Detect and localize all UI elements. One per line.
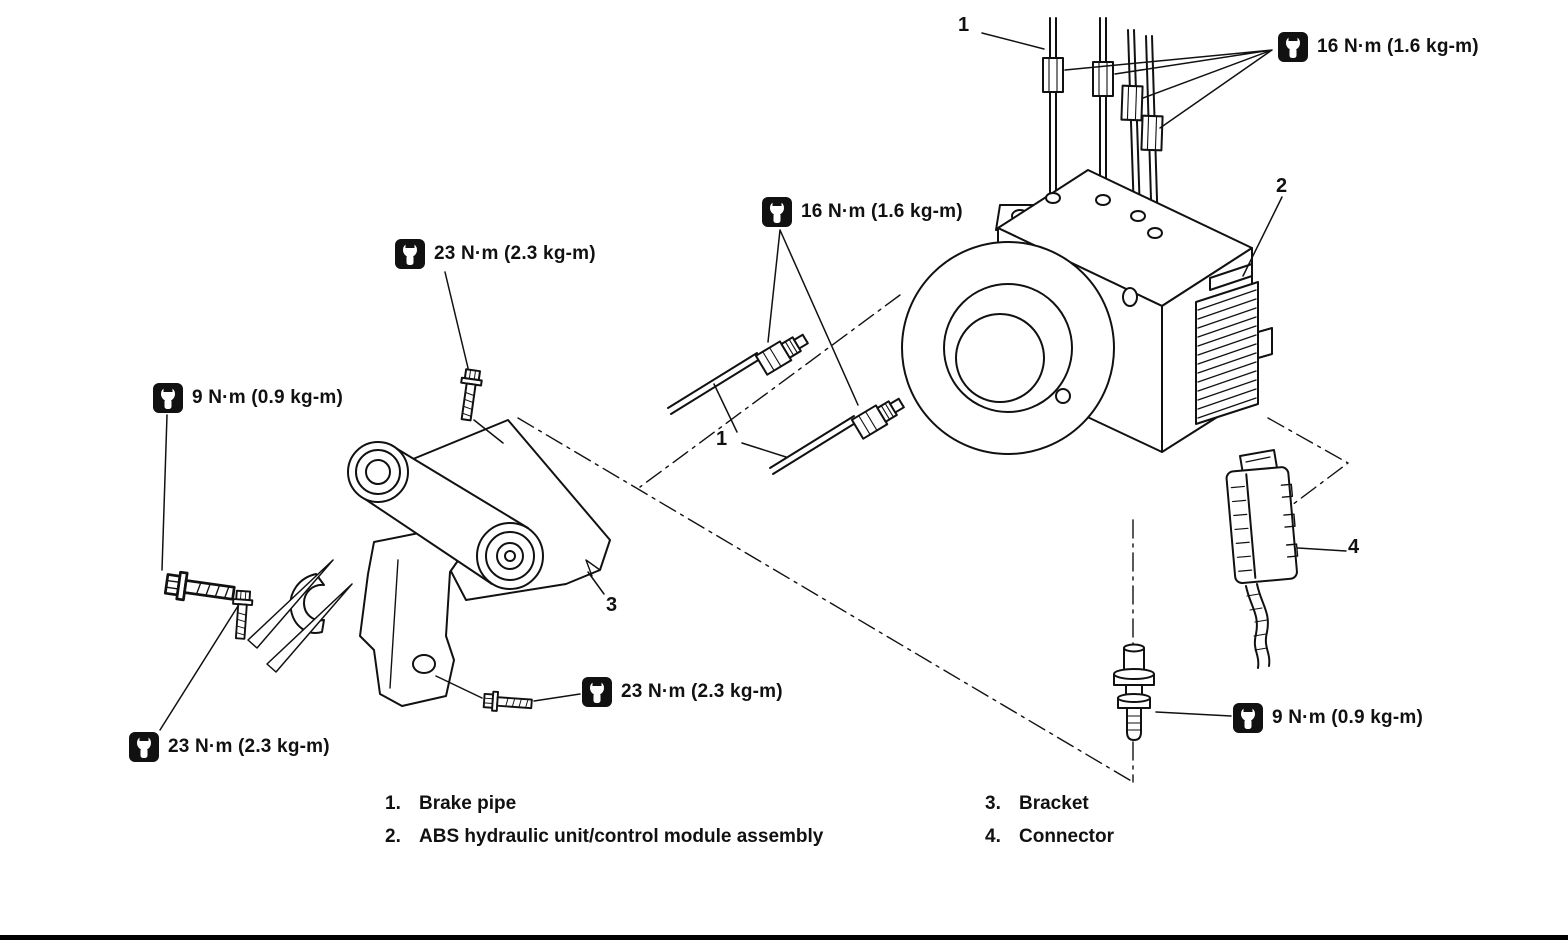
hook-clip (289, 573, 325, 634)
pipe-fitting (850, 392, 908, 440)
page-edge-bar (0, 935, 1568, 940)
legend-item-number: 4. (985, 826, 1001, 847)
wrench-icon (762, 197, 792, 227)
flange-bolt (455, 367, 484, 423)
legend-item-number: 1. (385, 793, 401, 814)
torque-value: 23 N·m (2.3 kg-m) (621, 681, 783, 702)
torque-value: 23 N·m (2.3 kg-m) (434, 243, 596, 264)
wrench-icon (153, 383, 183, 413)
legend-column-right: 3. Bracket 4. Connector (985, 793, 1114, 859)
legend-item-1: 1. Brake pipe (385, 793, 823, 815)
torque-label-brake-pipes-side: 16 N·m (1.6 kg-m) (762, 197, 963, 227)
legend-item-label: Connector (1019, 826, 1114, 847)
torque-label-bracket-upper-bolt: 23 N·m (2.3 kg-m) (395, 239, 596, 269)
torque-label-bracket-front-bolt: 23 N·m (2.3 kg-m) (582, 677, 783, 707)
phantom-centerlines (517, 294, 1349, 783)
bracket-assembly (247, 419, 611, 707)
wrench-icon (1278, 32, 1308, 62)
bushing (476, 522, 544, 590)
torque-value: 9 N·m (0.9 kg-m) (1272, 707, 1424, 728)
legend-item-2: 2. ABS hydraulic unit/control module ass… (385, 826, 823, 848)
direction-arrow (266, 583, 353, 673)
callout-1-brake-pipes-top: 1 (958, 14, 970, 36)
legend-item-number: 3. (985, 793, 1001, 814)
mount-stud (1113, 643, 1155, 741)
wrench-icon (582, 677, 612, 707)
torque-label-bracket-lower-bolt: 23 N·m (2.3 kg-m) (129, 732, 330, 762)
flange-bolt (163, 569, 237, 608)
legend-item-label: Bracket (1019, 793, 1089, 814)
torque-label-bracket-mount-bolt: 9 N·m (0.9 kg-m) (153, 383, 343, 413)
bushing (347, 441, 409, 503)
torque-value: 16 N·m (1.6 kg-m) (1317, 36, 1479, 57)
legend-item-label: Brake pipe (419, 793, 517, 814)
brake-pipes-side (667, 328, 908, 475)
flare-nut (1120, 84, 1144, 122)
wrench-icon (129, 732, 159, 762)
torque-value: 23 N·m (2.3 kg-m) (168, 736, 330, 757)
legend-item-label: ABS hydraulic unit/control module assemb… (419, 826, 824, 847)
flange-bolt (482, 690, 534, 715)
callout-2-abs-unit: 2 (1276, 175, 1288, 197)
wire (1245, 585, 1260, 669)
wrench-icon (395, 239, 425, 269)
torque-label-brake-pipes-top: 16 N·m (1.6 kg-m) (1278, 32, 1479, 62)
torque-value: 16 N·m (1.6 kg-m) (801, 201, 963, 222)
legend-item-4: 4. Connector (985, 826, 1114, 848)
legend-item-number: 2. (385, 826, 401, 847)
callout-1-brake-pipes-side: 1 (716, 428, 728, 450)
harness-connector (1225, 449, 1299, 669)
wrench-icon (1233, 703, 1263, 733)
torque-label-mount-stud: 9 N·m (0.9 kg-m) (1233, 703, 1423, 733)
direction-arrow (247, 559, 334, 649)
flare-nut (1042, 57, 1064, 93)
torque-value: 9 N·m (0.9 kg-m) (192, 387, 344, 408)
abs-hydraulic-unit (901, 169, 1253, 455)
legend-item-3: 3. Bracket (985, 793, 1114, 815)
abs-unit-connector-socket (1195, 263, 1273, 425)
legend-column-left: 1. Brake pipe 2. ABS hydraulic unit/cont… (385, 793, 823, 859)
callout-4-connector: 4 (1348, 536, 1360, 558)
flare-nut (1140, 114, 1164, 152)
pipe-fitting (754, 328, 812, 376)
leader-lines (159, 32, 1347, 731)
callout-3-bracket: 3 (606, 594, 618, 616)
